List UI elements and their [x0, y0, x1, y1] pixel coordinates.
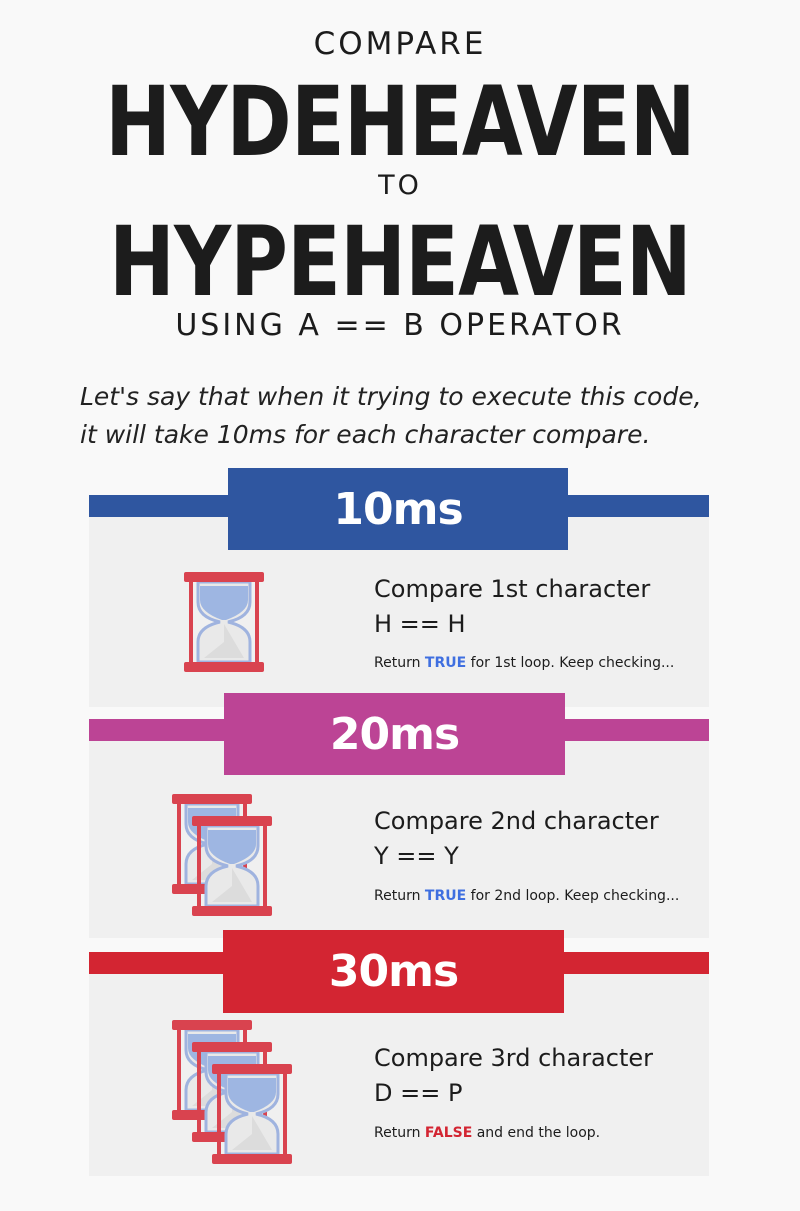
hourglass-icon: [184, 572, 264, 674]
step-2-note-pre: Return: [374, 888, 425, 904]
hourglass-icon: [192, 816, 272, 916]
step-2-time-label: 20ms: [224, 693, 565, 775]
step-2-title: Compare 2nd character: [374, 807, 659, 835]
step-3-note-pre: Return: [374, 1125, 425, 1141]
step-1-note: Return TRUE for 1st loop. Keep checking.…: [374, 655, 674, 671]
step-1-note-result: TRUE: [424, 655, 467, 671]
step-3-note: Return FALSE and end the loop.: [374, 1125, 600, 1141]
word-b-heading: HYPEHEAVEN: [109, 206, 692, 318]
step-1-note-pre: Return: [374, 655, 425, 671]
step-2-expression: Y == Y: [374, 842, 459, 870]
hourglass-icon: [184, 572, 264, 672]
step-1-note-post: for 1st loop. Keep checking...: [466, 655, 675, 671]
operator-heading: USING A == B OPERATOR: [175, 308, 625, 343]
step-3-note-result: FALSE: [424, 1125, 473, 1141]
intro-text: Let's say that when it trying to execute…: [80, 378, 760, 454]
step-1-title: Compare 1st character: [374, 575, 651, 603]
to-heading: TO: [378, 170, 422, 201]
step-2-note-post: for 2nd loop. Keep checking...: [466, 888, 680, 904]
hourglass-icons-group: [172, 794, 274, 918]
intro-line-1: Let's say that when it trying to execute…: [80, 382, 702, 411]
word-a-heading: HYDEHEAVEN: [105, 66, 695, 178]
step-1-time-label: 10ms: [228, 468, 568, 550]
step-2-note: Return TRUE for 2nd loop. Keep checking.…: [374, 888, 679, 904]
hourglass-icons-group: [172, 1020, 296, 1166]
hourglass-icon: [212, 1064, 292, 1164]
compare-heading: COMPARE: [313, 26, 487, 62]
intro-line-2: it will take 10ms for each character com…: [80, 420, 651, 449]
step-3-note-post: and end the loop.: [472, 1125, 601, 1141]
step-1-expression: H == H: [374, 610, 466, 638]
step-3-title: Compare 3rd character: [374, 1044, 653, 1072]
step-3-expression: D == P: [374, 1079, 463, 1107]
step-3-time-label: 30ms: [223, 930, 564, 1013]
step-2-note-result: TRUE: [424, 888, 467, 904]
